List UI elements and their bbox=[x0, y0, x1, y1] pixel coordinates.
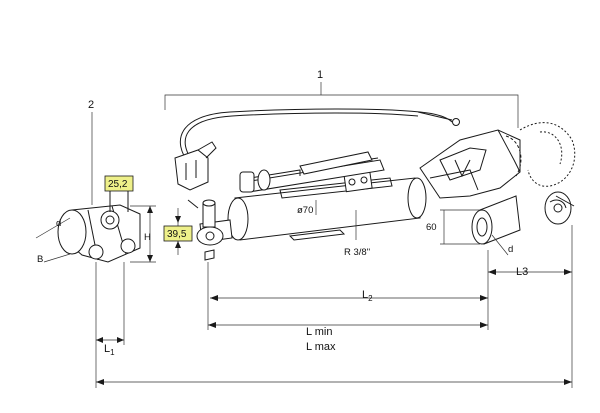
l3-label: L3 bbox=[516, 266, 528, 278]
clevis bbox=[57, 190, 141, 263]
dimension-lines bbox=[35, 200, 573, 388]
left-rod-eye bbox=[187, 199, 233, 261]
pin-height-highlight bbox=[163, 225, 193, 242]
callout-1-bracket bbox=[164, 82, 519, 128]
spindle bbox=[239, 151, 385, 193]
cylinder-body bbox=[227, 169, 427, 241]
hook-end bbox=[419, 122, 576, 199]
lmin-label: L min bbox=[306, 326, 333, 338]
callout-2-label: 2 bbox=[88, 99, 94, 111]
l2-label: L2 bbox=[362, 289, 373, 303]
pin-width-highlight bbox=[104, 175, 134, 192]
h-label: H bbox=[144, 232, 151, 243]
d-right-label: d bbox=[508, 244, 513, 255]
lanyard-cable bbox=[180, 108, 460, 166]
pin-height-label: 39,5 bbox=[167, 229, 187, 240]
lmax-label: L max bbox=[306, 341, 336, 353]
diameter-label: ø70 bbox=[297, 205, 313, 216]
port-label: R 3/8" bbox=[344, 247, 370, 258]
b-label: B bbox=[37, 254, 43, 265]
l1-label: L1 bbox=[104, 343, 115, 357]
spring-clip bbox=[174, 141, 217, 191]
ball-size-label: 60 bbox=[426, 222, 437, 233]
d-left-label: d bbox=[56, 218, 61, 229]
ball-sleeve bbox=[471, 191, 575, 245]
pin-width-label: 25,2 bbox=[108, 179, 128, 190]
callout-1-label: 1 bbox=[317, 69, 323, 81]
